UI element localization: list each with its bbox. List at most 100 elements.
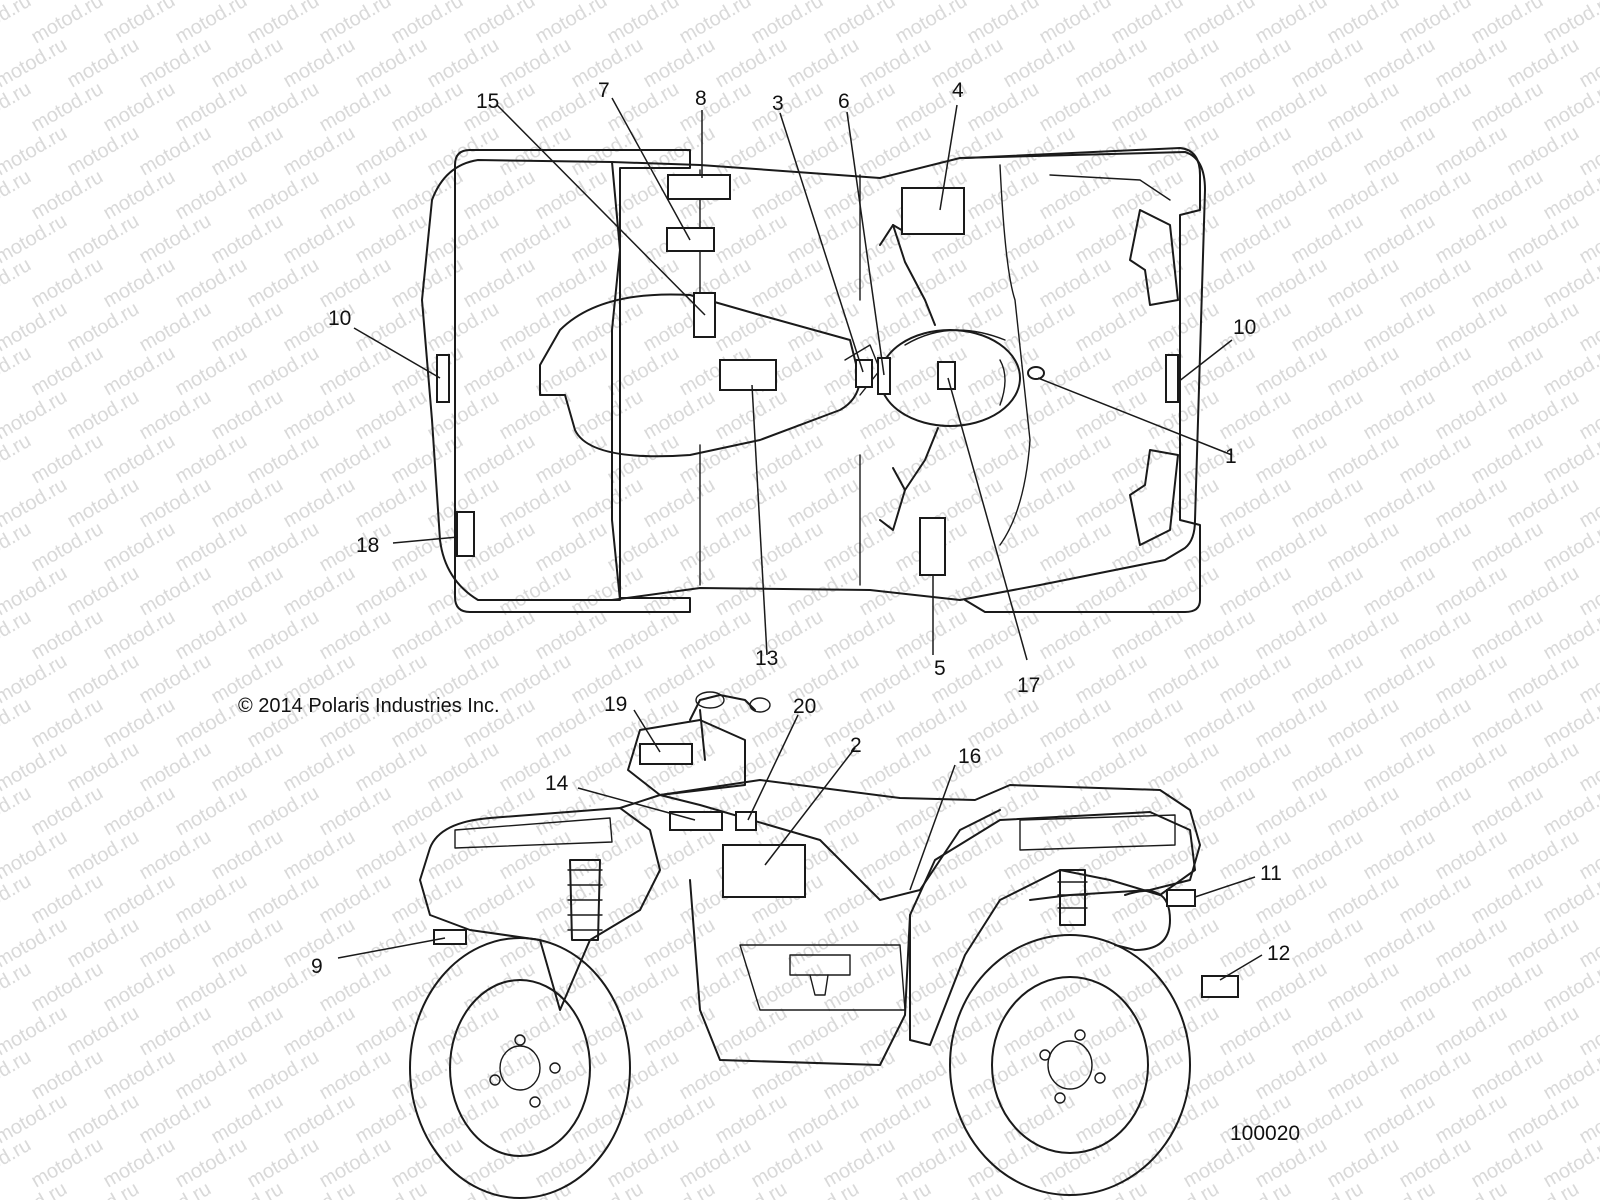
watermark-text: motod.ru	[568, 298, 647, 357]
watermark-text: motod.ru	[568, 122, 647, 181]
watermark-text: motod.ru	[1504, 298, 1583, 357]
watermark-text: motod.ru	[712, 562, 791, 621]
watermark-text: motod.ru	[892, 606, 971, 665]
watermark-text: motod.ru	[1360, 1090, 1439, 1149]
watermark-text: motod.ru	[352, 210, 431, 269]
watermark-text: motod.ru	[964, 606, 1043, 665]
watermark-text: motod.ru	[136, 1002, 215, 1061]
watermark-text: motod.ru	[244, 782, 323, 841]
watermark-text: motod.ru	[784, 34, 863, 93]
watermark-text: motod.ru	[604, 1134, 683, 1193]
watermark-text: motod.ru	[676, 958, 755, 1017]
atv-side-view	[409, 691, 1239, 1199]
watermark-text: motod.ru	[928, 298, 1007, 357]
watermark-text: motod.ru	[64, 562, 143, 621]
decal-10-front	[1165, 354, 1179, 403]
watermark-text: motod.ru	[604, 430, 683, 489]
watermark-text: motod.ru	[1108, 0, 1187, 48]
watermark-text: motod.ru	[820, 958, 899, 1017]
watermark-text: motod.ru	[820, 782, 899, 841]
watermark-text: motod.ru	[208, 34, 287, 93]
watermark-text: motod.ru	[1324, 870, 1403, 929]
watermark-text: motod.ru	[1324, 78, 1403, 137]
watermark-text: motod.ru	[1468, 518, 1547, 577]
watermark-text: motod.ru	[208, 210, 287, 269]
watermark-text: motod.ru	[1360, 210, 1439, 269]
watermark-text: motod.ru	[1216, 738, 1295, 797]
watermark-text: motod.ru	[1504, 1090, 1583, 1149]
watermark-text: motod.ru	[928, 34, 1007, 93]
watermark-text: motod.ru	[1000, 122, 1079, 181]
watermark-text: motod.ru	[856, 738, 935, 797]
watermark-text: motod.ru	[676, 1134, 755, 1193]
watermark-text: motod.ru	[496, 34, 575, 93]
watermark-text: motod.ru	[424, 1002, 503, 1061]
watermark-text: motod.ru	[964, 1046, 1043, 1105]
watermark-text: motod.ru	[1108, 694, 1187, 753]
watermark-text: motod.ru	[748, 1046, 827, 1105]
watermark-text: motod.ru	[1360, 386, 1439, 445]
watermark-text: motod.ru	[280, 826, 359, 885]
watermark-text: motod.ru	[1036, 342, 1115, 401]
watermark-text: motod.ru	[1504, 122, 1583, 181]
watermark-text: motod.ru	[316, 342, 395, 401]
watermark-text: motod.ru	[1504, 1002, 1583, 1061]
watermark-text: motod.ru	[352, 738, 431, 797]
watermark-text: motod.ru	[1432, 914, 1511, 973]
watermark-text: motod.ru	[244, 1046, 323, 1105]
callout-7: 7	[598, 79, 610, 102]
watermark-text: motod.ru	[1504, 826, 1583, 885]
watermark-text: motod.ru	[172, 78, 251, 137]
watermark-text: motod.ru	[1396, 78, 1475, 137]
watermark-text: motod.ru	[1396, 254, 1475, 313]
watermark-text: motod.ru	[1324, 166, 1403, 225]
watermark-text: motod.ru	[316, 782, 395, 841]
watermark-text: motod.ru	[964, 1134, 1043, 1193]
watermark-text: motod.ru	[1108, 166, 1187, 225]
watermark-text: motod.ru	[460, 782, 539, 841]
watermark-text: motod.ru	[1288, 210, 1367, 269]
watermark-text: motod.ru	[136, 914, 215, 973]
watermark-text: motod.ru	[1324, 606, 1403, 665]
decal-5	[919, 517, 946, 576]
watermark-text: motod.ru	[1324, 254, 1403, 313]
watermark-text: motod.ru	[496, 650, 575, 709]
watermark-text: motod.ru	[100, 782, 179, 841]
watermark-text: motod.ru	[208, 474, 287, 533]
watermark-text: motod.ru	[280, 210, 359, 269]
watermark-text: motod.ru	[28, 166, 107, 225]
watermark-text: motod.ru	[1360, 1002, 1439, 1061]
watermark-text: motod.ru	[1360, 474, 1439, 533]
watermark-text: motod.ru	[280, 1002, 359, 1061]
watermark-text: motod.ru	[928, 826, 1007, 885]
watermark-text: motod.ru	[316, 606, 395, 665]
watermark-text: motod.ru	[1252, 958, 1331, 1017]
watermark-text: motod.ru	[1216, 1002, 1295, 1061]
decal-6	[877, 357, 891, 395]
callout-13: 13	[755, 647, 778, 670]
decal-11	[1166, 889, 1196, 907]
watermark-text: motod.ru	[1360, 914, 1439, 973]
watermark-text: motod.ru	[172, 1134, 251, 1193]
decal-12	[1201, 975, 1239, 998]
watermark-text: motod.ru	[1144, 34, 1223, 93]
watermark-text: motod.ru	[1360, 122, 1439, 181]
watermark-text: motod.ru	[172, 342, 251, 401]
watermark-text: motod.ru	[1468, 166, 1547, 225]
watermark-text: motod.ru	[28, 782, 107, 841]
watermark-text: motod.ru	[316, 0, 395, 48]
watermark-text: motod.ru	[1288, 738, 1367, 797]
watermark-text: motod.ru	[1036, 1046, 1115, 1105]
callout-3: 3	[772, 92, 784, 115]
watermark-text: motod.ru	[136, 738, 215, 797]
watermark-text: motod.ru	[424, 34, 503, 93]
watermark-text: motod.ru	[748, 254, 827, 313]
watermark-text: motod.ru	[1288, 1002, 1367, 1061]
watermark-text: motod.ru	[1324, 342, 1403, 401]
watermark-text: motod.ru	[1396, 694, 1475, 753]
decal-13	[719, 359, 777, 391]
watermark-text: motod.ru	[532, 606, 611, 665]
watermark-text: motod.ru	[1324, 1134, 1403, 1193]
watermark-text: motod.ru	[28, 958, 107, 1017]
watermark-text: motod.ru	[820, 78, 899, 137]
